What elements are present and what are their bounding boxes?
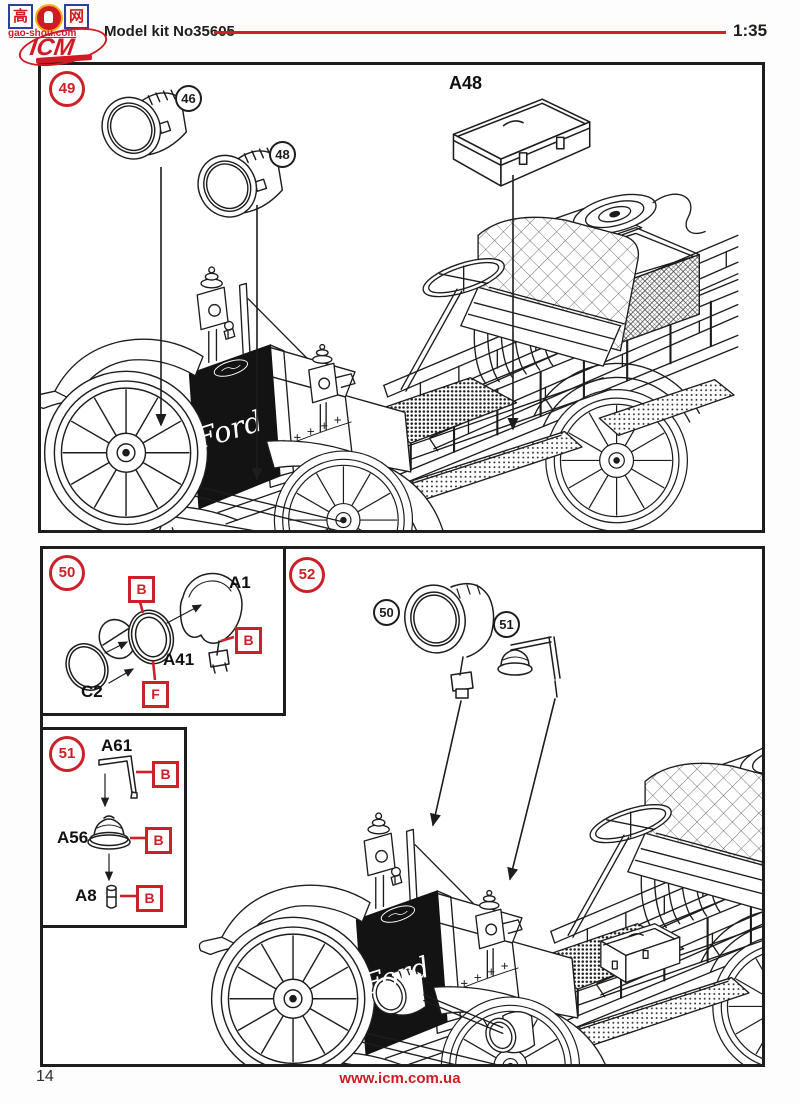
part-a8-label: A8: [75, 886, 97, 905]
truck-drawing-step-49: Ford: [38, 143, 765, 533]
part-c2-label: C2: [81, 682, 103, 701]
scale-label: 1:35: [733, 21, 768, 40]
part-a48-label: A48: [449, 73, 483, 93]
part-46-callout: 46: [175, 85, 202, 112]
leader-lines-step-49: [155, 167, 519, 481]
part-48-callout: 48: [269, 141, 296, 168]
kit-number-label: Model kit No35605: [104, 23, 235, 40]
website-url: www.icm.com.ua: [339, 1070, 461, 1087]
truck-drawing-step-52: Ford: [193, 689, 765, 1067]
watermark-char-2: 网: [64, 4, 89, 29]
watermark-logo: 高 网 gao-shou.com ICM: [8, 4, 118, 73]
part-a61-label: A61: [101, 736, 133, 755]
step-51-panel: 51: [40, 727, 187, 928]
page-number: 14: [36, 1068, 54, 1085]
step-51-number: 51: [49, 736, 85, 772]
part-a41-label: A41: [163, 650, 195, 669]
watermark-char-1: 高: [8, 4, 33, 29]
header-rule: [214, 31, 726, 34]
glue-mark-b-1: B: [128, 576, 155, 603]
step-52-number: 52: [289, 557, 325, 593]
step-52-panel: 52 50 51 Ford: [40, 546, 765, 1067]
parts-and-leaders-step-52: [404, 582, 561, 881]
step-49-number: 49: [49, 71, 85, 107]
step-51-parts-drawing: [87, 755, 152, 909]
glue-mark-b-1: B: [152, 761, 179, 788]
step-50-parts-drawing: [65, 572, 243, 691]
glue-mark-b-2: B: [235, 627, 262, 654]
glue-mark-f: F: [142, 681, 169, 708]
watermark-badge-icon: [35, 4, 63, 32]
step-50-number: 50: [49, 555, 85, 591]
assembly-51-callout: 51: [493, 611, 520, 638]
glue-mark-b-3: B: [136, 885, 163, 912]
watermark-site: gao-shou.com: [8, 28, 77, 39]
assembly-50-callout: 50: [373, 599, 400, 626]
step-49-panel: 49 46 48 A48 Ford: [38, 62, 765, 533]
part-a56-label: A56: [57, 828, 89, 847]
step-50-panel: 50: [40, 546, 286, 716]
part-a1-label: A1: [229, 573, 251, 592]
glue-mark-b-2: B: [145, 827, 172, 854]
